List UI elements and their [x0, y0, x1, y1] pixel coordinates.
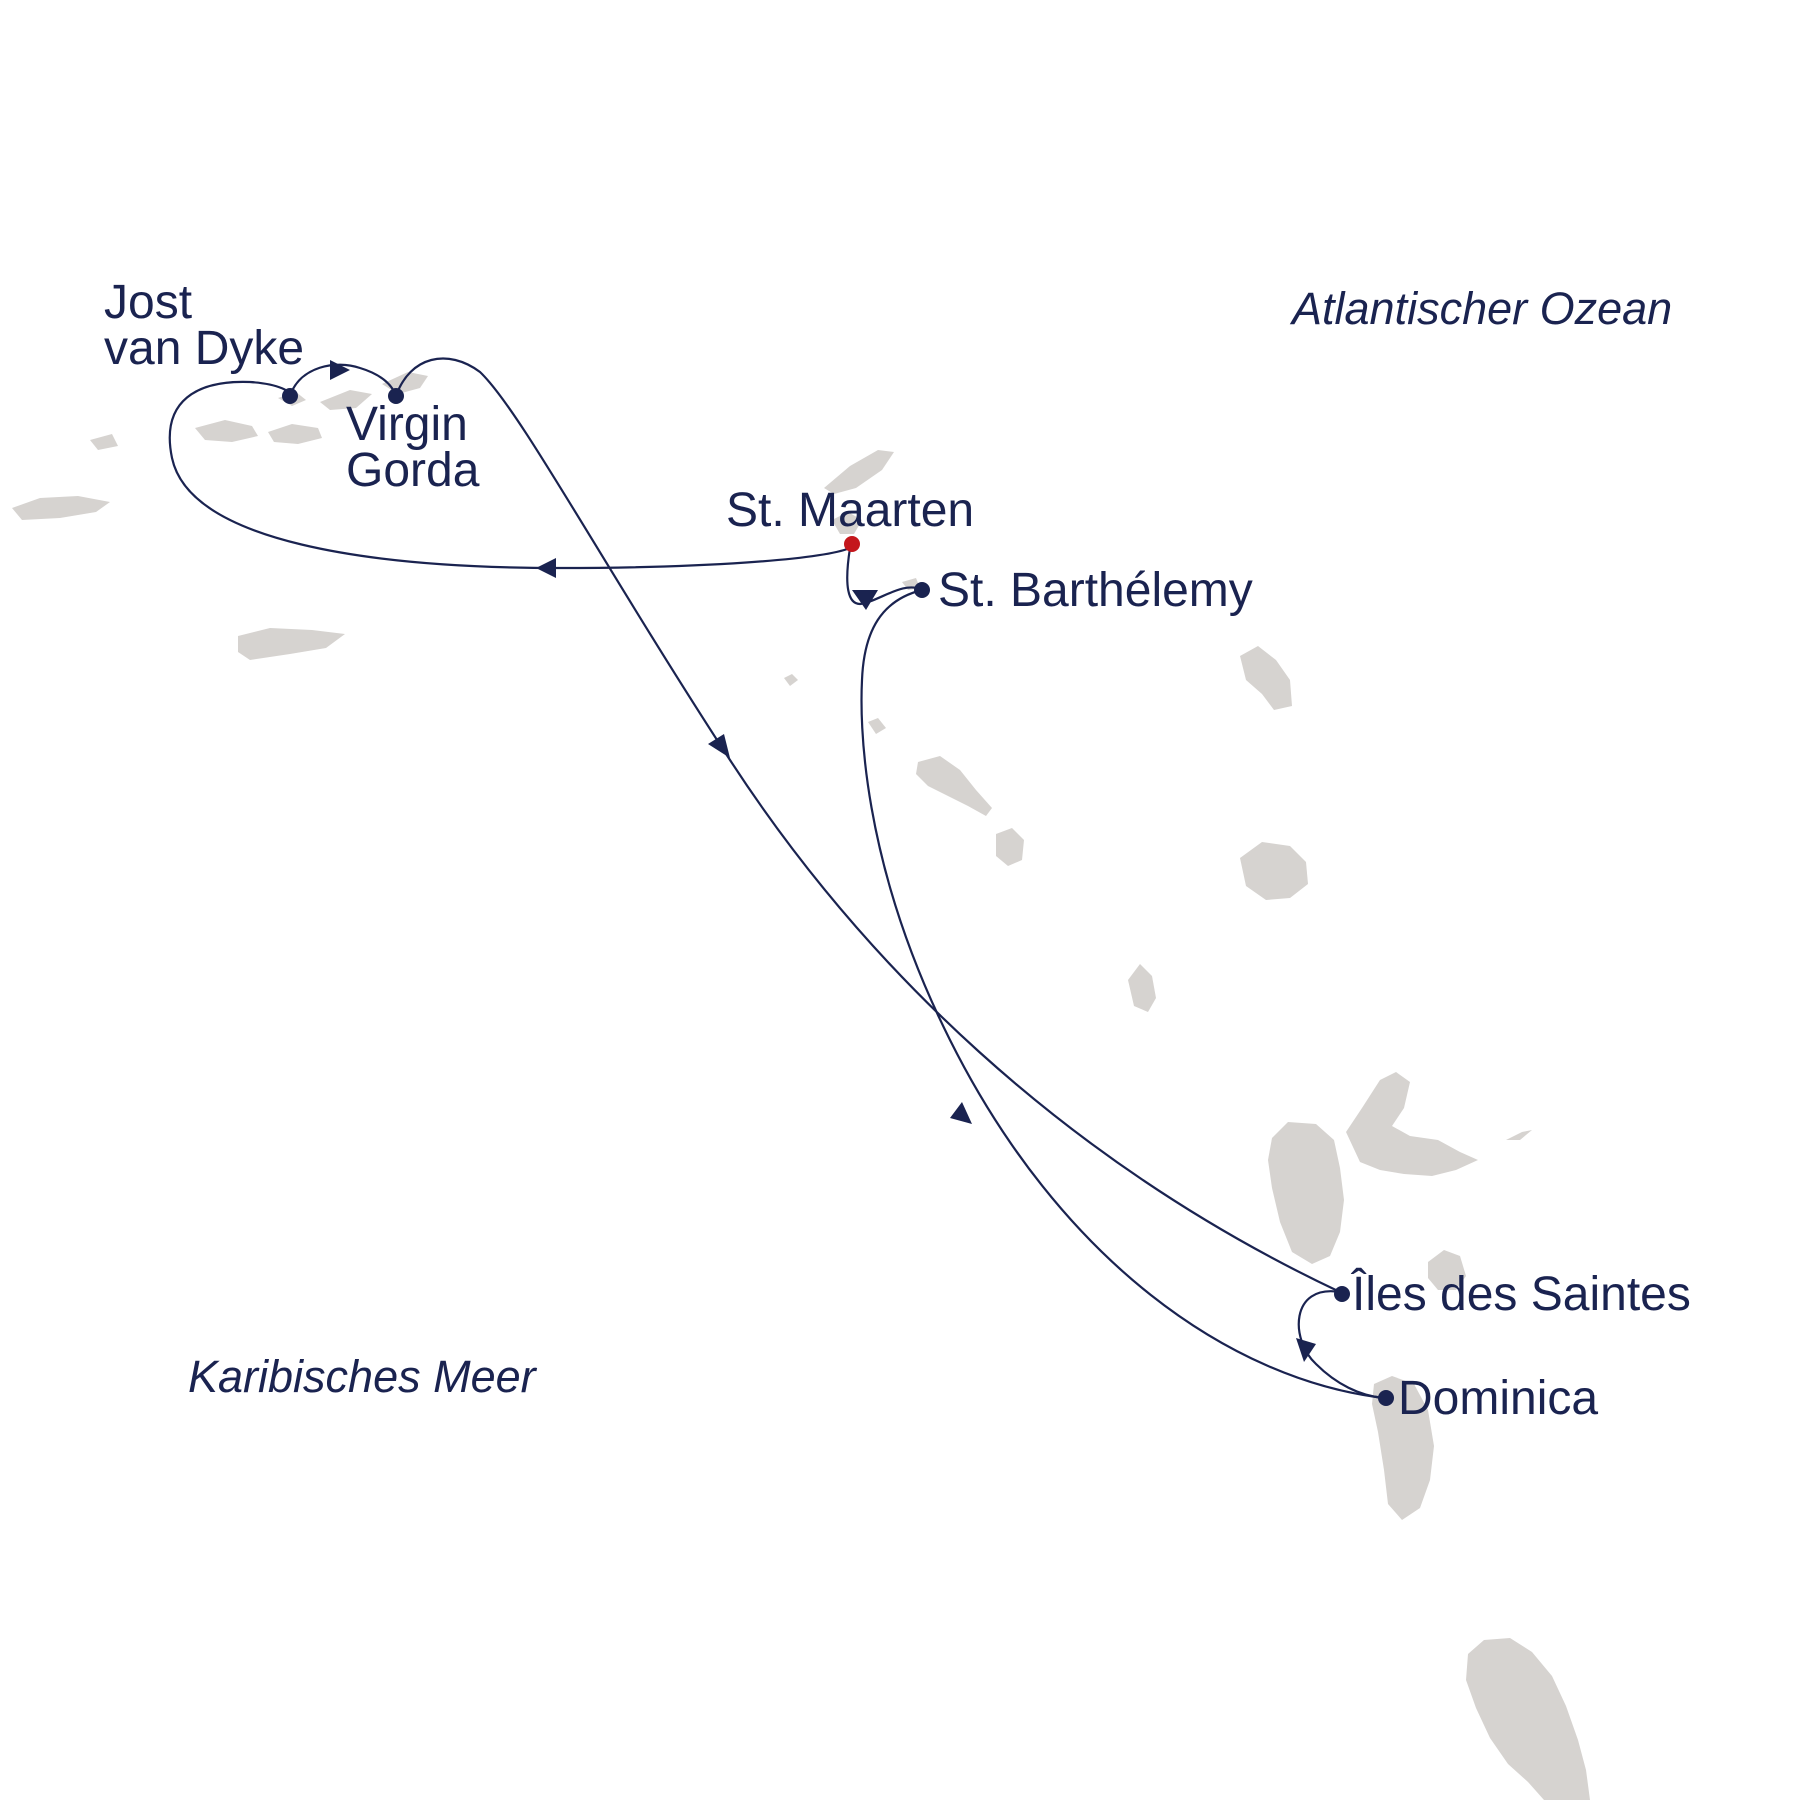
route-jost-van-dyke-to-virgin-gorda — [288, 363, 398, 398]
ports-layer — [282, 388, 1394, 1406]
island-statia — [868, 718, 886, 734]
arrow-head-st-barth-down — [852, 590, 878, 610]
island-st-maarten — [832, 512, 862, 534]
islands-layer — [12, 372, 1590, 1800]
port-dot-st-barthelemy — [914, 582, 930, 598]
island-saba — [784, 674, 798, 686]
port-label-st-barthelemy: St. Barthélemy — [938, 564, 1253, 617]
island-anegada-west — [90, 434, 118, 450]
island-barbuda — [1240, 646, 1292, 710]
labels-layer: Jost van Dyke Virgin Gorda St. Maarten S… — [104, 276, 1691, 1425]
arrow-head-north — [950, 1102, 972, 1124]
island-st-john — [195, 420, 258, 442]
port-dot-dominica — [1378, 1390, 1394, 1406]
route-layer — [168, 357, 1386, 1400]
arrow-head-west — [536, 558, 556, 578]
port-label-iles-des-saintes: Îles des Saintes — [1350, 1268, 1691, 1321]
island-nevis — [996, 828, 1024, 866]
island-dominica — [1372, 1376, 1434, 1520]
route-st-barthelemy-to-st-maarten — [846, 546, 924, 606]
island-st-thomas — [12, 496, 110, 520]
island-beef — [320, 390, 372, 410]
island-basse-terre — [1268, 1122, 1344, 1264]
arrow-head-saintes-down — [1296, 1338, 1316, 1362]
port-label-virgin-line2: Gorda — [346, 444, 480, 497]
island-st-kitts — [916, 756, 992, 816]
port-dot-virgin-gorda — [388, 388, 404, 404]
sea-label-caribbean: Karibisches Meer — [188, 1351, 538, 1402]
island-anguilla — [824, 450, 894, 494]
island-antigua — [1240, 842, 1308, 900]
island-tortola — [268, 424, 322, 444]
route-st-maarten-to-jost-van-dyke — [168, 380, 852, 570]
sea-label-atlantic: Atlantischer Ozean — [1289, 283, 1672, 334]
route-virgin-gorda-to-iles-des-saintes — [394, 357, 1342, 1294]
port-label-jost-line2: van Dyke — [104, 322, 304, 375]
island-st-croix — [238, 628, 345, 660]
arrow-head-jost-east — [330, 360, 350, 380]
port-dot-iles-des-saintes — [1334, 1286, 1350, 1302]
port-label-jost-line1: Jost — [104, 276, 192, 329]
port-label-virgin-line1: Virgin — [346, 398, 468, 451]
arrow-head-south-east — [708, 734, 730, 758]
island-marie-galante — [1428, 1250, 1466, 1290]
island-martinique — [1466, 1638, 1590, 1800]
island-montserrat — [1128, 964, 1156, 1012]
route-dominica-to-st-barthelemy — [860, 588, 1386, 1400]
port-label-st-maarten: St. Maarten — [726, 484, 974, 537]
port-dot-st-maarten — [844, 536, 860, 552]
island-la-desirade — [1506, 1130, 1532, 1140]
port-dot-jost-van-dyke — [282, 388, 298, 404]
island-grande-terre — [1346, 1072, 1478, 1176]
port-label-dominica: Dominica — [1398, 1372, 1598, 1425]
route-iles-des-saintes-to-dominica — [1297, 1290, 1386, 1400]
